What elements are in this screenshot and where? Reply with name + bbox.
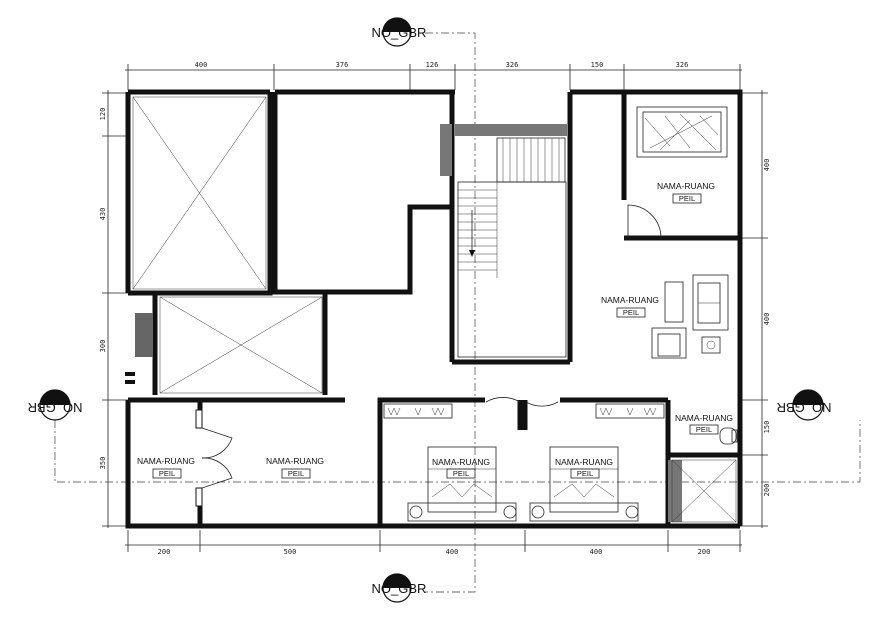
section-cut-lines [54,32,861,593]
room-label-bath: NAMA-RUANG PEIL [675,413,733,435]
dim-left-4: 350 [99,457,107,470]
staircase [457,137,567,358]
dim-right-4: 200 [763,484,771,497]
room-peil: PEIL [679,194,695,203]
room-label-bedroom-2: NAMA-RUANG PEIL [555,457,613,479]
section-label-bottom: NO_GBR [372,581,427,596]
room-peil: PEIL [696,425,712,434]
room-name: NAMA-RUANG [675,413,733,423]
furniture [383,106,738,522]
dim-top-3: 126 [426,61,439,69]
dim-right-3: 150 [763,421,771,434]
room-name: NAMA-RUANG [432,457,490,467]
room-label-living: NAMA-RUANG PEIL [601,295,659,318]
dim-bottom-5: 200 [698,548,711,556]
void-crosses [132,96,737,523]
room-peil: PEIL [288,469,304,478]
section-label-left: NO_GBR [28,400,83,415]
room-peil: PEIL [159,469,175,478]
room-name: NAMA-RUANG [555,457,613,467]
dim-top-5: 150 [591,61,604,69]
room-name: NAMA-RUANG [137,456,195,466]
room-peil: PEIL [623,308,639,317]
dim-top-1: 400 [195,61,208,69]
walls [125,89,743,529]
dim-top-2: 376 [336,61,349,69]
room-label-bedroom-1: NAMA-RUANG PEIL [432,457,490,479]
section-marker-right: NO_GBR [777,389,832,421]
dimension-lines [102,64,768,552]
hatched-walls [125,124,682,522]
doors [195,204,662,507]
dim-bottom-1: 200 [158,548,171,556]
room-label-master-bath: NAMA-RUANG PEIL [657,181,715,204]
dim-left-3: 300 [99,340,107,353]
dim-bottom-2: 500 [284,548,297,556]
room-name: NAMA-RUANG [266,456,324,466]
dim-right-1: 400 [763,159,771,172]
room-name: NAMA-RUANG [601,295,659,305]
dim-right-2: 400 [763,313,771,326]
section-marker-bottom: NO_GBR [372,573,427,603]
room-label-left: NAMA-RUANG PEIL [137,456,195,479]
dim-bottom-3: 400 [446,548,459,556]
dim-left-1: 120 [99,108,107,121]
room-label-family: NAMA-RUANG PEIL [266,456,324,479]
dim-left-2: 430 [99,208,107,221]
room-labels: NAMA-RUANG PEIL NAMA-RUANG PEIL NAMA-RUA… [137,181,733,479]
section-label-top: NO_GBR [372,25,427,40]
dimension-labels: 400 376 126 326 150 326 200 500 400 400 … [99,61,771,556]
dim-top-6: 326 [676,61,689,69]
section-marker-top: NO_GBR [372,17,427,47]
section-marker-left: NO_GBR [28,389,83,421]
room-peil: PEIL [577,469,593,478]
dim-bottom-4: 400 [590,548,603,556]
room-name: NAMA-RUANG [657,181,715,191]
room-peil: PEIL [453,469,469,478]
dim-top-4: 326 [506,61,519,69]
section-label-right: NO_GBR [777,400,832,415]
